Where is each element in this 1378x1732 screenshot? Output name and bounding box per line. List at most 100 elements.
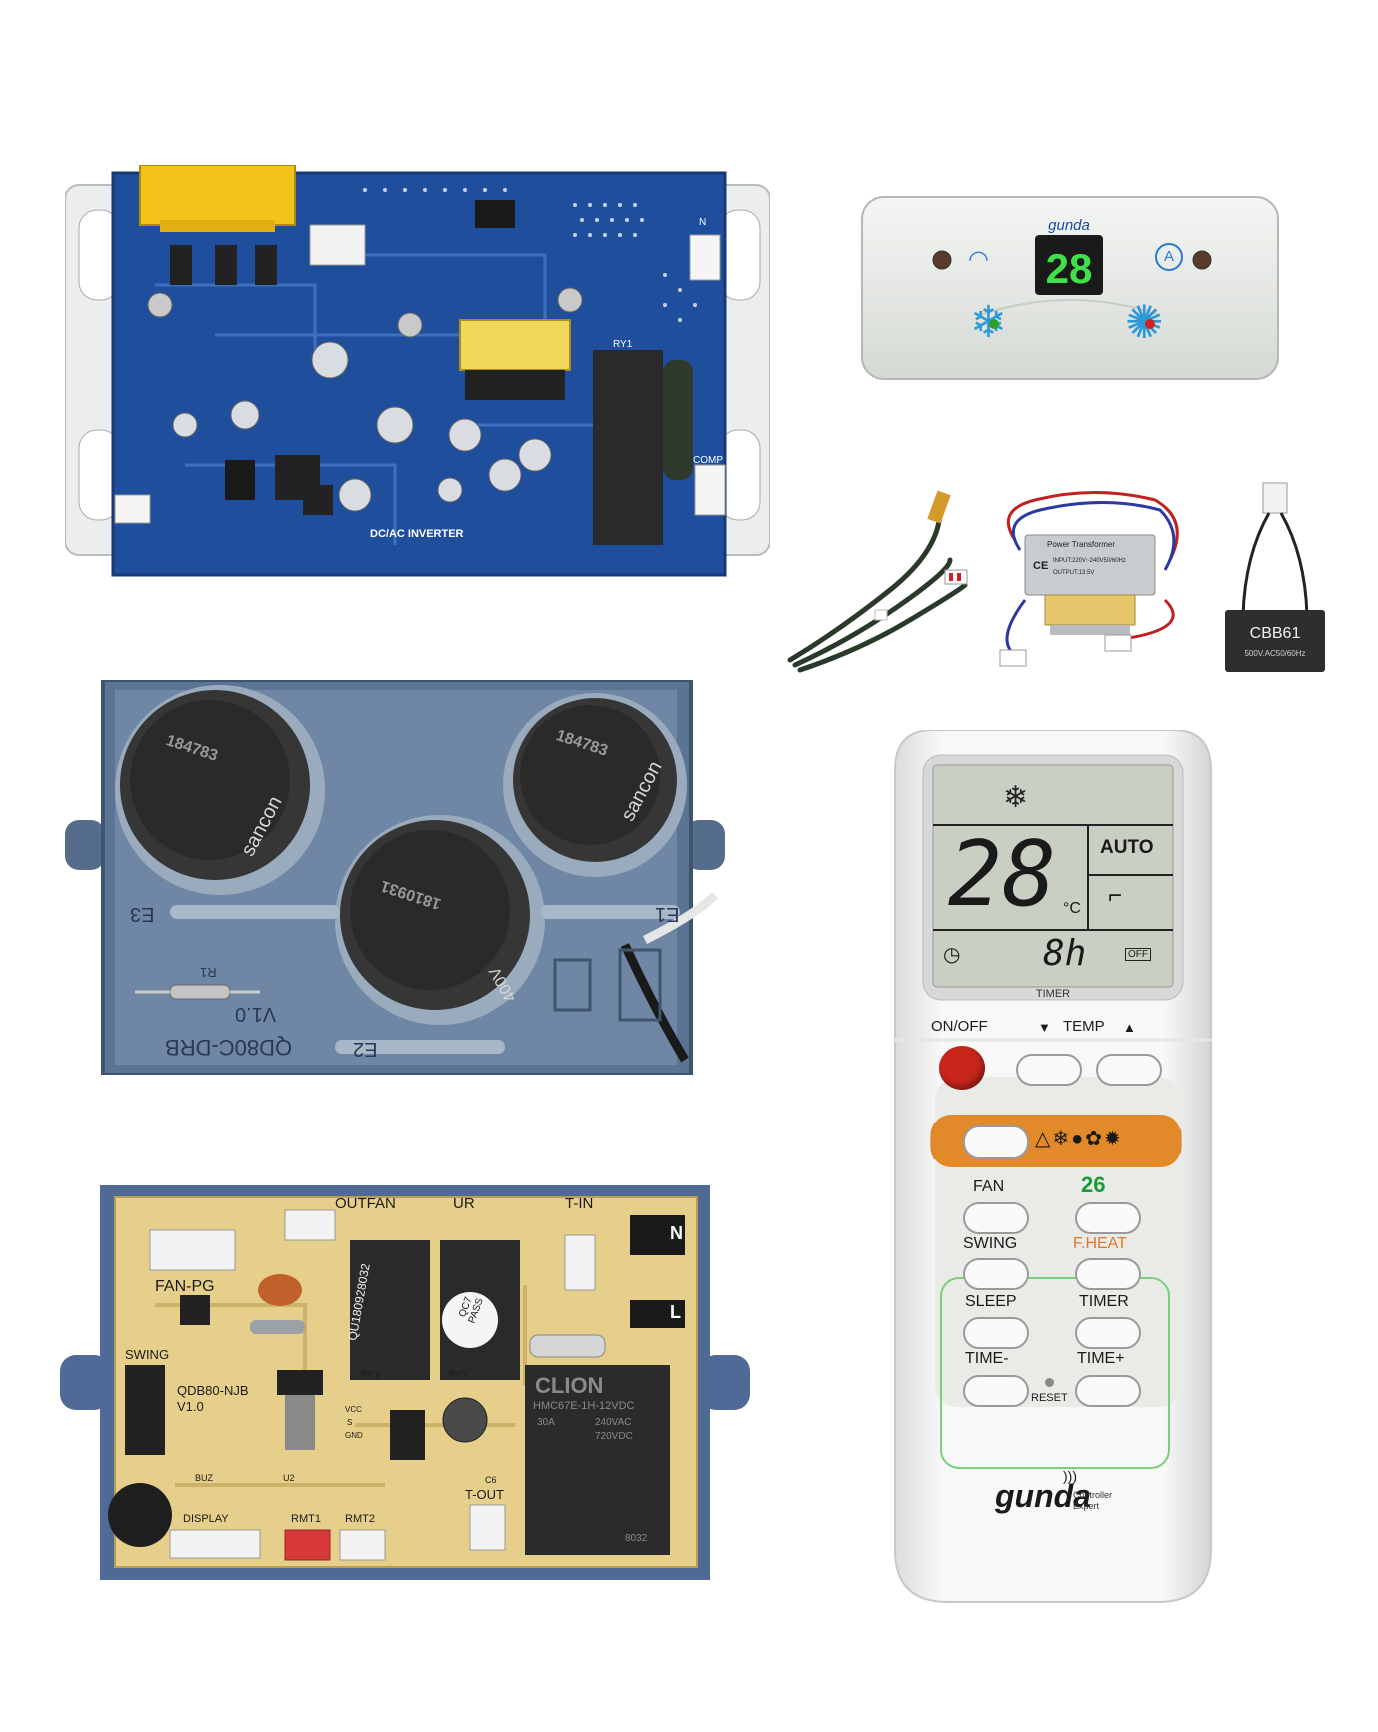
- on-off-label: ON/OFF: [931, 1018, 988, 1035]
- fan-pg-label: FAN-PG: [155, 1278, 215, 1295]
- lcd-off-label: OFF: [1125, 948, 1151, 961]
- reset-label: RESET: [1031, 1392, 1068, 1404]
- c6-label: C6: [485, 1475, 497, 1485]
- brand-signal-icon: ))): [1063, 1468, 1077, 1484]
- time-minus-label: TIME-: [965, 1350, 1009, 1367]
- sleep-label: SLEEP: [965, 1293, 1017, 1310]
- lcd-timer-caption: TIMER: [1035, 988, 1071, 1000]
- dry-mode-icon: ●: [1071, 1128, 1086, 1150]
- capacitor-board-version: V1.0: [235, 1003, 277, 1025]
- n-label: N: [670, 1223, 683, 1243]
- sleep-button[interactable]: [963, 1317, 1029, 1349]
- lcd-fan-icon: ⌐: [1108, 882, 1123, 909]
- ry3-label: RY3: [360, 1370, 380, 1381]
- fan-mode-icon: ✿: [1085, 1128, 1105, 1150]
- relay-current: 30A: [537, 1417, 555, 1428]
- l-label: L: [670, 1302, 681, 1322]
- swing-label: SWING: [963, 1235, 1018, 1252]
- relay-model: HMC67E-1H-12VDC: [533, 1400, 635, 1412]
- relay-label: RY1: [613, 339, 633, 350]
- brand-tag-2: Expert: [1073, 1501, 1100, 1511]
- remote-brand: gunda: [995, 1478, 1091, 1514]
- transformer-ce-mark: CE: [1033, 560, 1049, 572]
- control-board-version: V1.0: [177, 1399, 204, 1414]
- lcd-clock-icon: ◷: [943, 944, 961, 966]
- rmt1-label: RMT1: [291, 1513, 321, 1525]
- timer-label: TIMER: [1079, 1293, 1129, 1310]
- fan-button[interactable]: [963, 1202, 1029, 1234]
- wifi-icon: ◠: [968, 246, 989, 273]
- ry2-label: RY2: [448, 1370, 468, 1381]
- lcd-timer-hours: 8h: [1043, 933, 1087, 974]
- s-label: S: [347, 1418, 353, 1427]
- inverter-silkscreen: DC/AC INVERTER: [370, 528, 464, 540]
- temp-up-label: ▲: [1123, 1020, 1136, 1035]
- wall-display-brand: gunda: [1048, 217, 1090, 234]
- mode-icons: △❄●✿✹: [1035, 1126, 1123, 1151]
- control-board-model: QDB80-NJB: [177, 1383, 249, 1398]
- relay-voltage2: 720VDC: [595, 1431, 633, 1442]
- auto26-button[interactable]: [1075, 1202, 1141, 1234]
- on-off-button[interactable]: [939, 1046, 985, 1090]
- capacitor-board: 184783 sancon 184783 sancon 1810931 400V…: [55, 678, 735, 1077]
- relay-brand: CLION: [535, 1373, 604, 1398]
- lcd-mode: AUTO: [1100, 837, 1154, 858]
- auto-mode-icon: △: [1035, 1128, 1053, 1150]
- temp-down-label: ▼: [1038, 1020, 1051, 1035]
- display-label: DISPLAY: [183, 1513, 229, 1525]
- ur-label: UR: [453, 1195, 475, 1212]
- e2-label: E2: [353, 1038, 378, 1060]
- capacitor-rating: 500V.AC50/60Hz: [1244, 649, 1306, 658]
- capacitor-model: CBB61: [1249, 625, 1301, 642]
- wall-display-panel: 28 gunda ◠ A ❄ ✺: [860, 195, 1280, 385]
- temperature-sensor-probe: [780, 480, 980, 680]
- heat-mode-icon: ✹: [1104, 1128, 1123, 1150]
- rmt2-label: RMT2: [345, 1513, 375, 1525]
- heat-indicator-led: [1145, 319, 1155, 329]
- relay-code: 8032: [625, 1533, 648, 1544]
- outfan-label: OUTFAN: [335, 1195, 396, 1212]
- r1-label: R1: [200, 965, 217, 980]
- fheat-button[interactable]: [1075, 1258, 1141, 1290]
- timer-button[interactable]: [1075, 1317, 1141, 1349]
- lcd-temperature: 28: [948, 822, 1057, 927]
- transformer-input: INPUT:220V~240V50/60Hz: [1053, 558, 1126, 564]
- cool-mode-icon: ❄: [1052, 1128, 1072, 1150]
- neutral-label: N: [699, 217, 706, 228]
- control-board: OUTFAN UR T-IN N L FAN-PG SWING QDB80-NJ…: [55, 1185, 755, 1585]
- lcd-unit: °C: [1063, 900, 1081, 917]
- temp-up-button[interactable]: [1096, 1054, 1162, 1086]
- cool-snowflake-icon[interactable]: ❄: [970, 298, 1007, 347]
- heat-sun-icon[interactable]: ✺: [1125, 296, 1164, 348]
- cool-indicator-led: [989, 319, 999, 329]
- remote-control: ❄ 28 °C AUTO ⌐ ◷ 8h OFF TIMER ON/OFF ▼ T…: [893, 730, 1213, 1605]
- wall-display-temperature: 28: [1046, 245, 1093, 292]
- e3-label: E3: [130, 903, 155, 925]
- vcc-label: VCC: [345, 1405, 362, 1414]
- time-minus-button[interactable]: [963, 1375, 1029, 1407]
- comp-label: COMP: [693, 455, 723, 466]
- power-transformer: Power Transformer CE INPUT:220V~240V50/6…: [995, 480, 1195, 680]
- gnd-label: GND: [345, 1431, 363, 1440]
- brand-tag-1: Controller: [1073, 1490, 1113, 1500]
- u2-label: U2: [283, 1473, 295, 1483]
- time-plus-button[interactable]: [1075, 1375, 1141, 1407]
- temp-label: TEMP: [1063, 1018, 1105, 1035]
- fheat-label: F.HEAT: [1073, 1235, 1127, 1252]
- transformer-output: OUTPUT:13.5V: [1053, 570, 1095, 576]
- lcd-snowflake-icon: ❄: [1003, 781, 1029, 814]
- capacitor-board-model: QD80C-DRB: [165, 1035, 293, 1060]
- auto-icon: A: [1155, 243, 1183, 271]
- fan-label: FAN: [973, 1178, 1005, 1195]
- swing-label: SWING: [125, 1347, 170, 1362]
- swing-button[interactable]: [963, 1258, 1029, 1290]
- mode-button[interactable]: [963, 1125, 1029, 1159]
- time-plus-label: TIME+: [1077, 1350, 1125, 1367]
- buz-label: BUZ: [195, 1473, 213, 1483]
- t-out-label: T-OUT: [465, 1487, 504, 1502]
- t-in-label: T-IN: [565, 1195, 594, 1212]
- auto26-label: 26: [1081, 1172, 1106, 1197]
- reset-button[interactable]: [1045, 1378, 1054, 1387]
- relay-voltage1: 240VAC: [595, 1417, 632, 1428]
- temp-down-button[interactable]: [1016, 1054, 1082, 1086]
